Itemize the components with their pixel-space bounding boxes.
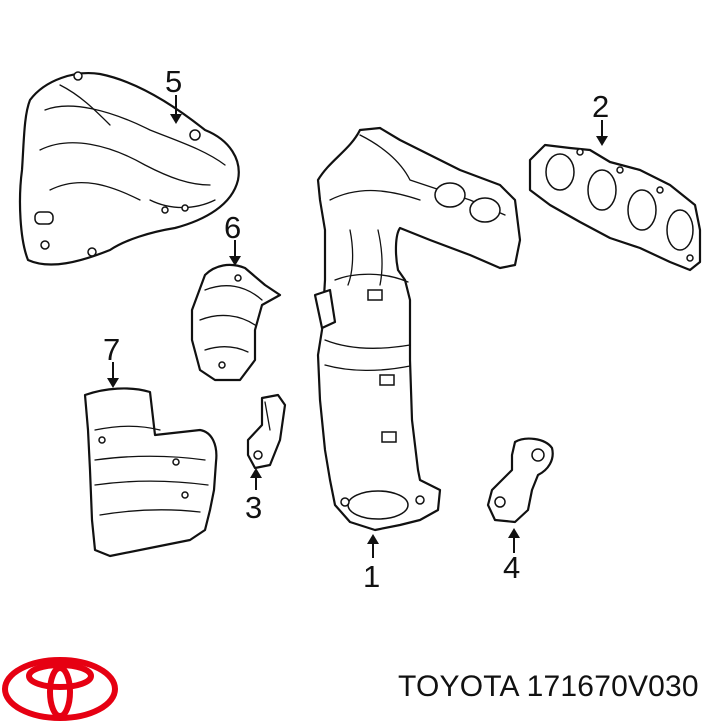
part-1-exhaust-manifold bbox=[313, 126, 522, 532]
callout-5: 5 bbox=[165, 64, 182, 99]
part-4-bracket bbox=[486, 437, 554, 524]
part-2-manifold-gasket bbox=[528, 143, 702, 272]
part-7-lower-insulator bbox=[83, 387, 218, 558]
callout-7: 7 bbox=[103, 332, 120, 367]
callout-1: 1 bbox=[363, 559, 380, 594]
callout-3: 3 bbox=[245, 490, 262, 525]
part-5-heat-insulator bbox=[18, 71, 240, 266]
toyota-logo-icon bbox=[2, 657, 118, 721]
callout-2: 2 bbox=[592, 89, 609, 124]
callout-4: 4 bbox=[503, 550, 520, 585]
callout-leaders bbox=[107, 95, 608, 558]
part-3-bracket bbox=[246, 393, 287, 470]
part-number-caption: TOYOTA 171670V030 bbox=[398, 670, 699, 703]
callout-labels: 5 2 6 7 3 1 4 bbox=[103, 64, 609, 594]
callout-6: 6 bbox=[224, 210, 241, 245]
part-6-heat-shield bbox=[190, 263, 282, 382]
